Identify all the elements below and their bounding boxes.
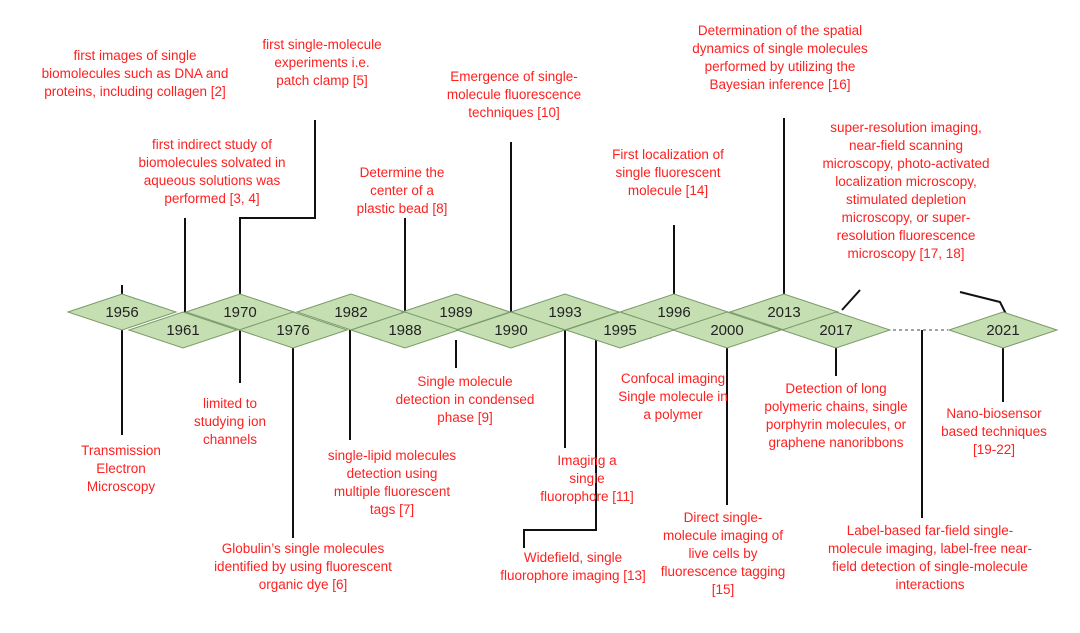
event-2021-top: Label-based far-field single-molecule im… <box>827 523 1033 592</box>
event-1990: Emergence of single-molecule fluorescenc… <box>446 69 582 120</box>
event-1956-bottom: Transmission Electron Microscopy <box>81 443 161 494</box>
event-1976: Globulin’s single molecules identified b… <box>214 541 392 592</box>
year-label: 1982 <box>334 304 367 321</box>
year-label: 1996 <box>657 304 690 321</box>
year-diamond-1976: 1976 <box>237 311 349 349</box>
year-label: 2017 <box>819 322 852 339</box>
event-2017-bottom: Detection of long polymeric chains, sing… <box>764 381 908 450</box>
year-label: 2021 <box>986 322 1019 339</box>
year-label: 1995 <box>603 322 636 339</box>
year-diamond-2021: 2021 <box>947 311 1059 349</box>
diamond-shape <box>947 311 1059 349</box>
year-label: 2000 <box>710 322 743 339</box>
year-diamond-1961: 1961 <box>127 311 239 349</box>
event-1993: Imaging a single fluorophore [11] <box>540 453 634 504</box>
event-2000: Direct single-molecule imaging of live c… <box>660 510 786 597</box>
connector-2017-top-b <box>959 291 1007 315</box>
year-label: 2013 <box>767 304 800 321</box>
year-label: 1988 <box>388 322 421 339</box>
year-label: 1961 <box>166 322 199 339</box>
year-label: 1970 <box>223 304 256 321</box>
event-1970-bottom: limited to studying ion channels <box>193 396 267 447</box>
year-diamond-2017: 2017 <box>780 311 892 349</box>
year-diamond-1988: 1988 <box>349 311 461 349</box>
diamond-shape <box>66 293 178 331</box>
year-diamonds: 1956 1970 1982 1989 1993 1996 2013 1961 1976 1988… <box>66 293 1059 349</box>
event-1956-top: first images of single biomolecules such… <box>41 48 229 99</box>
connector-2017-top-a <box>841 289 861 311</box>
year-diamond-1995: 1995 <box>564 311 676 349</box>
connector-1995 <box>523 340 597 548</box>
event-1970-top: first single-molecule experiments i.e. p… <box>262 37 382 88</box>
diamond-shape <box>780 311 892 349</box>
event-1982-top: Determine the center of a plastic bead [… <box>356 165 448 216</box>
year-label: 1976 <box>276 322 309 339</box>
event-2017-top: super-resolution imaging, near-field sca… <box>822 120 990 261</box>
diamond-shape <box>237 311 349 349</box>
event-1996-bottom: Confocal imaging Single molecule in a po… <box>618 371 728 422</box>
year-label: 1993 <box>548 304 581 321</box>
year-label: 1956 <box>105 304 138 321</box>
year-label: 1990 <box>494 322 527 339</box>
year-diamond-2000: 2000 <box>671 311 783 349</box>
event-1961: first indirect study of biomolecules sol… <box>138 137 286 206</box>
event-1995: Widefield, single fluorophore imaging [1… <box>500 550 646 583</box>
event-1996-top: First localization of single fluorescent… <box>612 147 724 198</box>
connector-1970-top <box>239 120 316 300</box>
event-2021-bottom: Nano-biosensor based techniques [19-22] <box>941 406 1047 457</box>
event-1988: Single molecule detection in condensed p… <box>395 374 535 425</box>
year-label: 1989 <box>439 304 472 321</box>
event-1982-bottom: single-lipid molecules detection using m… <box>327 448 457 517</box>
year-diamond-1990: 1990 <box>455 311 567 349</box>
diamond-shape <box>127 311 239 349</box>
year-diamond-1956: 1956 <box>66 293 178 331</box>
event-2013: Determination of the spatial dynamics of… <box>692 23 868 92</box>
